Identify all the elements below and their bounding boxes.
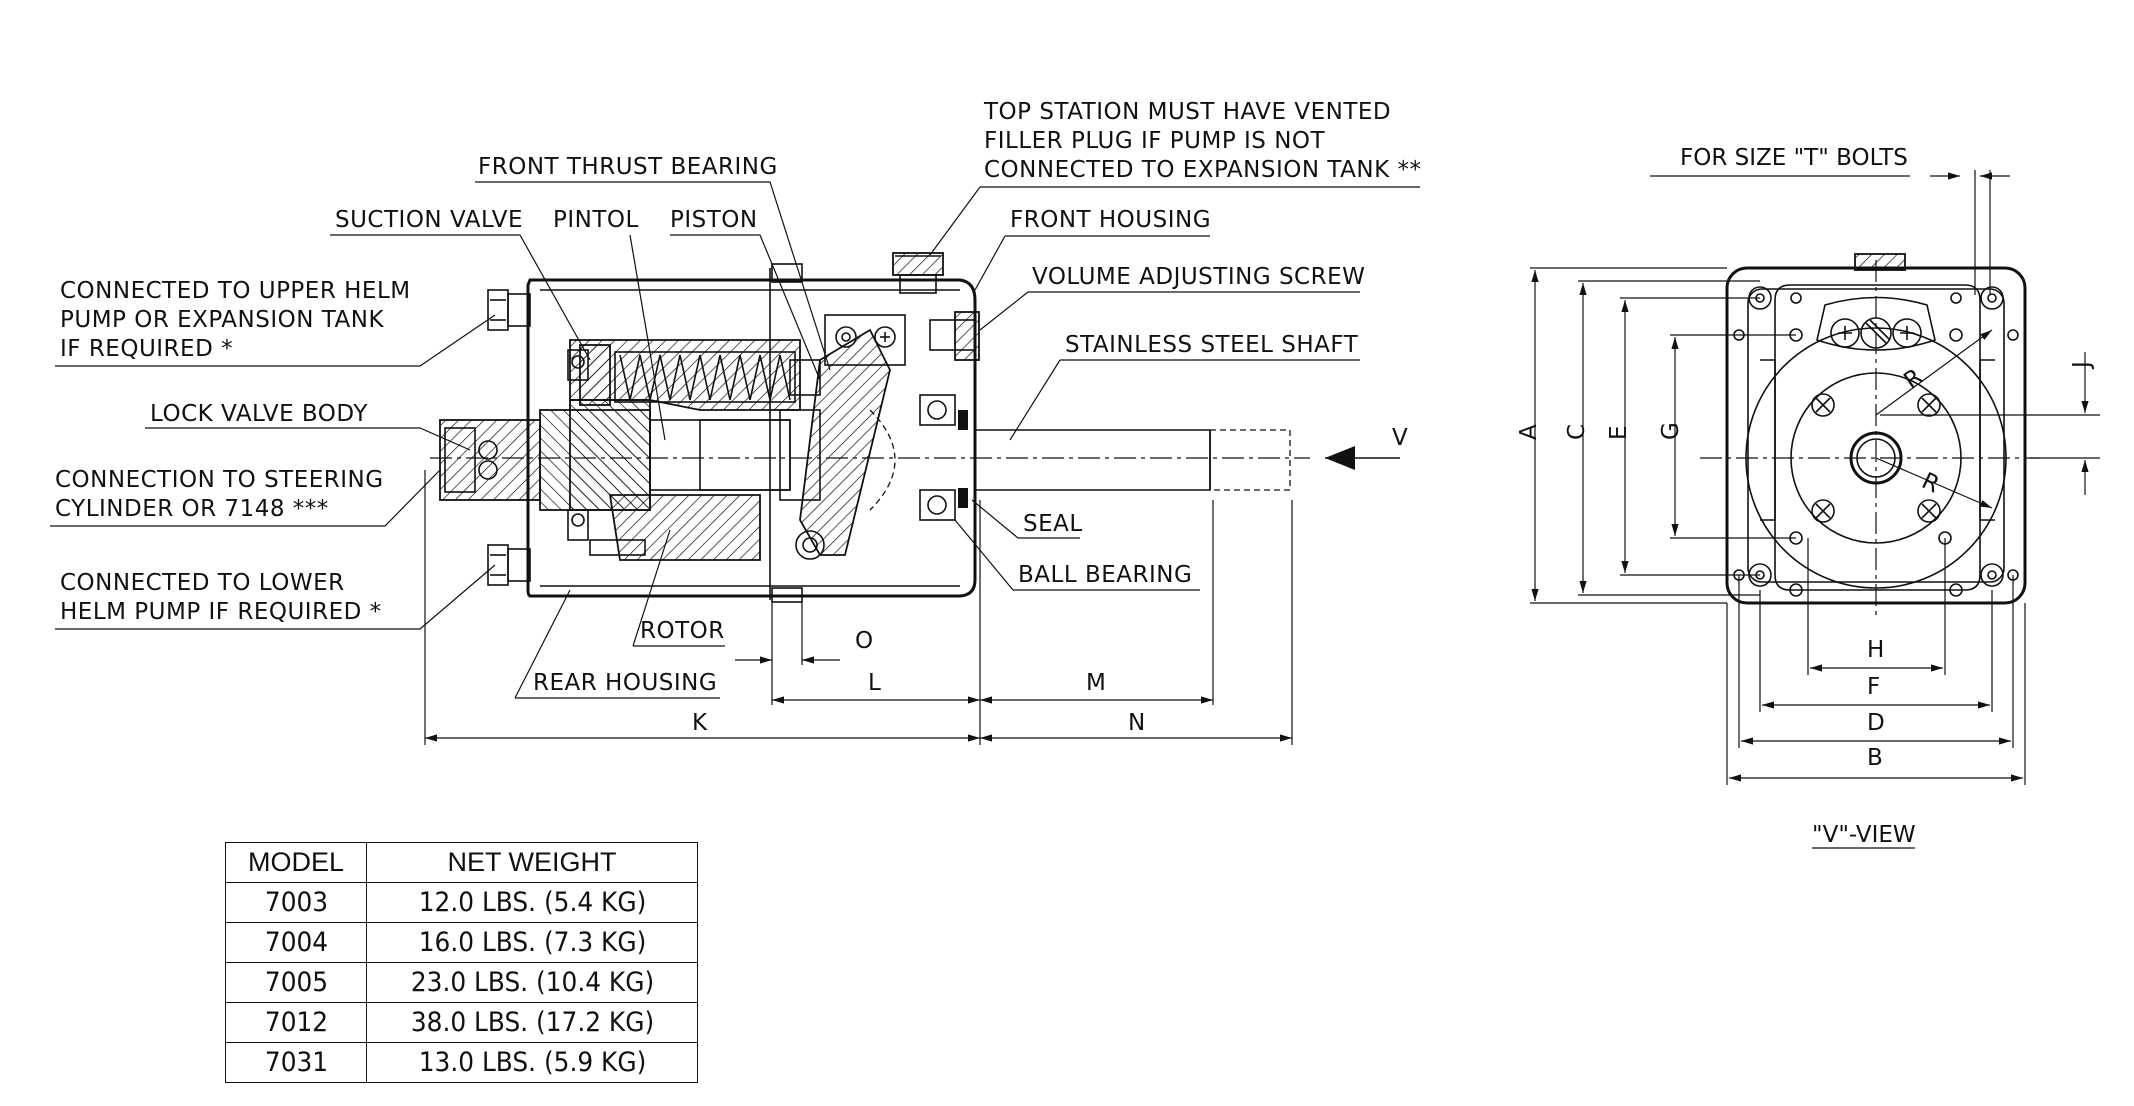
rear-housing-body bbox=[526, 263, 977, 603]
weight-cell: 12.0 LBS. (5.4 KG) bbox=[379, 882, 685, 923]
front-housing-label: FRONT HOUSING bbox=[1010, 207, 1211, 233]
front-bearings bbox=[919, 394, 968, 521]
rotor-label: ROTOR bbox=[640, 618, 725, 644]
screw-heads bbox=[1811, 393, 1941, 523]
weight-cell: 38.0 LBS. (17.2 KG) bbox=[379, 1002, 685, 1043]
lower-helm-note-line1: CONNECTED TO LOWER bbox=[60, 570, 345, 596]
side-view-dimensions: K N L M O bbox=[424, 470, 1293, 745]
dimension-d: D bbox=[1867, 710, 1885, 736]
model-cell: 7031 bbox=[230, 1042, 362, 1083]
annotations: TOP STATION MUST HAVE VENTED FILLER PLUG… bbox=[50, 99, 1421, 699]
swash-plate bbox=[795, 314, 906, 560]
dimension-j: J bbox=[2069, 361, 2095, 370]
stainless-steel-shaft-label: STAINLESS STEEL SHAFT bbox=[1065, 332, 1359, 358]
volume-adjusting-screw-label: VOLUME ADJUSTING SCREW bbox=[1032, 264, 1365, 290]
model-cell: 7012 bbox=[230, 1002, 362, 1043]
v-view-title: "V"-VIEW bbox=[1812, 822, 1916, 848]
hidden-arc bbox=[869, 409, 896, 511]
stainless-steel-shaft-part bbox=[430, 429, 1310, 491]
model-column-header: MODEL bbox=[225, 842, 367, 883]
view-arrow-label: V bbox=[1392, 425, 1408, 451]
dimension-g: G bbox=[1658, 422, 1684, 440]
weight-cell: 16.0 LBS. (7.3 KG) bbox=[379, 922, 685, 963]
model-cell: 7003 bbox=[230, 882, 362, 923]
bolt-size-note: FOR SIZE "T" BOLTS bbox=[1680, 145, 1908, 171]
lower-helm-note-line2: HELM PUMP IF REQUIRED * bbox=[60, 599, 382, 625]
dimension-r-lower: R bbox=[1918, 468, 1943, 498]
dimension-n: N bbox=[1128, 710, 1145, 736]
dimension-a: A bbox=[1516, 424, 1542, 440]
piston-spring bbox=[579, 344, 821, 406]
rear-small-bearing bbox=[567, 349, 646, 556]
top-station-note-line3: CONNECTED TO EXPANSION TANK ** bbox=[984, 157, 1421, 183]
weight-cell: 23.0 LBS. (10.4 KG) bbox=[379, 962, 685, 1003]
table-header-row: MODEL NET WEIGHT bbox=[225, 842, 698, 883]
lock-valve-body-label: LOCK VALVE BODY bbox=[150, 401, 368, 427]
internal-shaft bbox=[649, 409, 821, 501]
dimension-b: B bbox=[1867, 745, 1883, 771]
volume-adjusting-screw-part bbox=[929, 311, 980, 361]
piston-label: PISTON bbox=[670, 207, 758, 233]
weight-cell: 13.0 LBS. (5.9 KG) bbox=[379, 1042, 685, 1083]
table-row: 7031 13.0 LBS. (5.9 KG) bbox=[226, 1042, 698, 1083]
dimension-l: L bbox=[868, 670, 881, 696]
view-arrow: V bbox=[1325, 425, 1408, 470]
dimension-o: O bbox=[855, 628, 873, 654]
model-cell: 7005 bbox=[230, 962, 362, 1003]
dimension-h: H bbox=[1867, 637, 1884, 663]
top-station-note-line1: TOP STATION MUST HAVE VENTED bbox=[983, 99, 1391, 125]
pintol-label: PINTOL bbox=[553, 207, 639, 233]
suction-valve-label: SUCTION VALVE bbox=[335, 207, 523, 233]
dimension-k: K bbox=[692, 710, 708, 736]
ball-bearing-label: BALL BEARING bbox=[1018, 562, 1192, 588]
side-section-view bbox=[430, 252, 1310, 603]
filler-plug bbox=[892, 252, 944, 294]
net-weight-column-header: NET WEIGHT bbox=[366, 842, 698, 883]
dimension-r-upper: R bbox=[1899, 364, 1927, 394]
upper-port-fitting bbox=[487, 289, 531, 331]
steering-cylinder-note-line1: CONNECTION TO STEERING bbox=[55, 467, 384, 493]
lower-port-fitting bbox=[487, 544, 531, 586]
v-view-end-view: FOR SIZE "T" BOLTS bbox=[1516, 145, 2100, 849]
upper-helm-note-line1: CONNECTED TO UPPER HELM bbox=[60, 278, 411, 304]
steering-cylinder-note-line2: CYLINDER OR 7148 *** bbox=[55, 496, 329, 522]
table-row: 7012 38.0 LBS. (17.2 KG) bbox=[226, 1002, 698, 1043]
table-row: 7003 12.0 LBS. (5.4 KG) bbox=[226, 882, 698, 923]
table-row: 7004 16.0 LBS. (7.3 KG) bbox=[226, 922, 698, 963]
model-cell: 7004 bbox=[230, 922, 362, 963]
dimension-c: C bbox=[1564, 424, 1590, 440]
table-row: 7005 23.0 LBS. (10.4 KG) bbox=[226, 962, 698, 1003]
dimension-f: F bbox=[1867, 674, 1880, 700]
seal-label: SEAL bbox=[1023, 511, 1083, 537]
top-station-note-line2: FILLER PLUG IF PUMP IS NOT bbox=[984, 128, 1326, 154]
upper-helm-note-line3: IF REQUIRED * bbox=[60, 336, 233, 362]
rear-housing-label: REAR HOUSING bbox=[533, 670, 717, 696]
dimension-e: E bbox=[1606, 425, 1632, 440]
front-thrust-bearing-label: FRONT THRUST BEARING bbox=[478, 154, 778, 180]
net-weight-table: MODEL NET WEIGHT 7003 12.0 LBS. (5.4 KG)… bbox=[225, 842, 698, 1083]
upper-helm-note-line2: PUMP OR EXPANSION TANK bbox=[60, 307, 384, 333]
dimension-m: M bbox=[1086, 670, 1106, 696]
